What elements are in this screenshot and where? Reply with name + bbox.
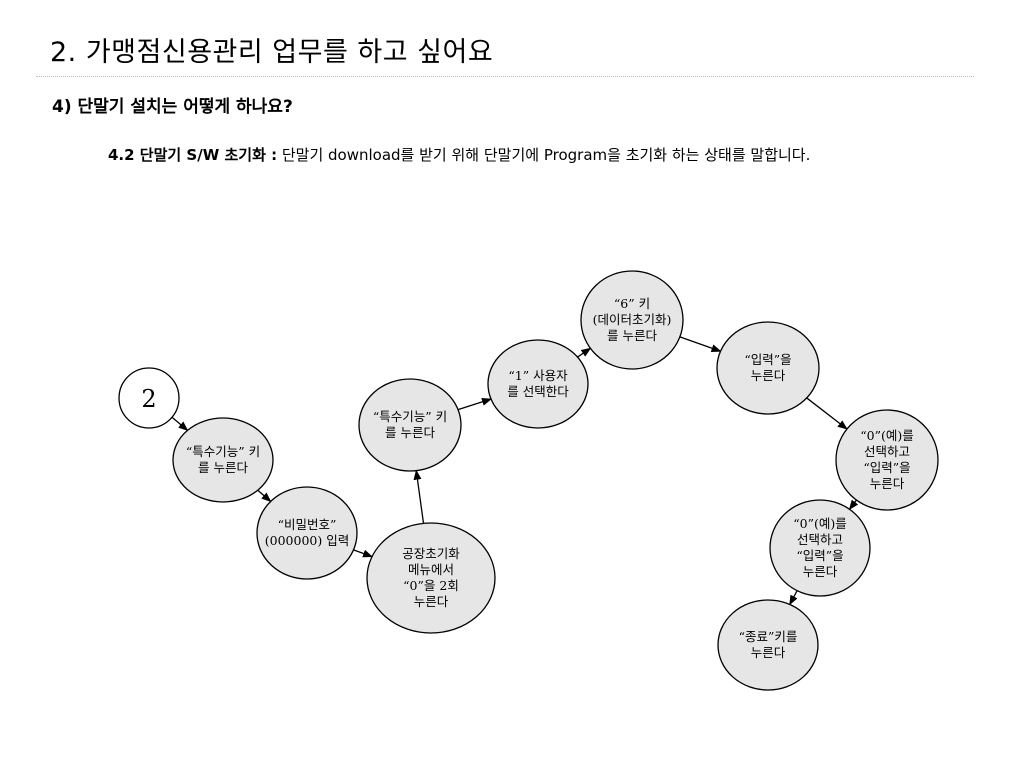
flow-step-2: “비밀번호”(000000) 입력 (256, 486, 358, 580)
start-circle (118, 367, 180, 429)
flow-step-6-text-2: (데이터초기화) (593, 312, 672, 327)
flow-arrow-5 (457, 397, 492, 411)
flow-step-1: “특수기능” 키를 누른다 (172, 417, 274, 503)
description-label: 4.2 단말기 S/W 초기화 : (108, 146, 278, 164)
flow-arrow-8 (806, 397, 848, 430)
flow-step-5-text-1: “1” 사용자 (508, 368, 568, 383)
flow-step-10-shape (717, 599, 819, 691)
title-divider (36, 76, 974, 77)
flow-step-7-text-2: 누른다 (751, 368, 786, 383)
start-node: 2 (118, 367, 180, 429)
flow-step-6-text-1: “6” 키 (614, 296, 650, 311)
flow-step-6-text-3: 를 누른다 (607, 328, 657, 343)
flow-step-9-text-1: “0”(예)를 (793, 516, 847, 531)
flow-step-10-text-2: 누른다 (751, 645, 786, 660)
flow-arrow-3 (353, 549, 373, 558)
flow-arrow-10 (789, 590, 798, 606)
start-label: 2 (141, 385, 156, 413)
flow-step-6-shape (580, 270, 684, 370)
page-title: 2. 가맹점신용관리 업무를 하고 싶어요 (50, 37, 494, 68)
flow-step-1-text-1: “특수기능” 키 (186, 444, 260, 459)
flow-step-3-text-2: 메뉴에서 (408, 562, 454, 577)
flow-step-9-text-4: 누른다 (803, 564, 838, 579)
flow-arrow-1 (171, 416, 189, 431)
flow-step-5-shape (487, 339, 589, 429)
flow-arrow-7 (679, 336, 722, 353)
description-text: 단말기 download를 받기 위해 단말기에 Program을 초기화 하는… (277, 146, 811, 164)
flow-step-4-text-1: “특수기능” 키 (373, 409, 447, 424)
flow-step-9-shape (769, 499, 871, 597)
flow-step-2-text-2: (000000) 입력 (265, 533, 349, 548)
flow-step-3-shape (366, 522, 496, 634)
flow-step-8-text-1: “0”(예)를 (860, 428, 914, 443)
flow-step-8-text-2: 선택하고 (864, 444, 910, 459)
flow-step-7-text-1: “입력”을 (744, 352, 791, 367)
flow-arrow-6 (577, 347, 592, 358)
flow-step-5-text-2: 를 선택한다 (507, 384, 569, 399)
flow-step-4: “특수기능” 키를 누른다 (358, 378, 462, 472)
flow-arrow-4 (413, 469, 425, 524)
flow-step-4-text-2: 를 누른다 (385, 425, 435, 440)
flow-step-10-text-1: “종료”키를 (739, 629, 798, 644)
flow-steps: 2“특수기능” 키를 누른다“비밀번호”(000000) 입력공장초기화메뉴에서… (118, 270, 939, 691)
flow-step-8-shape (835, 409, 939, 511)
flow-arrow-9 (848, 499, 859, 511)
flow-arrow-2 (257, 489, 272, 503)
section-subtitle: 4) 단말기 설치는 어떻게 하나요? (52, 97, 293, 117)
flow-step-2-shape (256, 486, 358, 580)
flow-step-9-text-2: 선택하고 (797, 532, 843, 547)
flow-step-7-shape (716, 321, 820, 415)
flow-arrows (171, 336, 859, 606)
flow-step-8-text-4: 누른다 (870, 476, 905, 491)
flow-step-4-shape (358, 378, 462, 472)
flow-step-8-text-3: “입력”을 (863, 460, 910, 475)
flow-step-1-text-2: 를 누른다 (198, 460, 248, 475)
section-description: 4.2 단말기 S/W 초기화 : 단말기 download를 받기 위해 단말… (108, 144, 810, 165)
flow-step-3-text-3: “0”을 2회 (403, 578, 459, 593)
flow-step-3-text-4: 누른다 (414, 594, 449, 609)
flow-step-9-text-3: “입력”을 (796, 548, 843, 563)
flow-step-1-shape (172, 417, 274, 503)
flow-step-3-text-1: 공장초기화 (402, 546, 460, 561)
flow-step-6: “6” 키(데이터초기화)를 누른다 (580, 270, 684, 370)
flow-step-2-text-1: “비밀번호” (278, 517, 337, 532)
